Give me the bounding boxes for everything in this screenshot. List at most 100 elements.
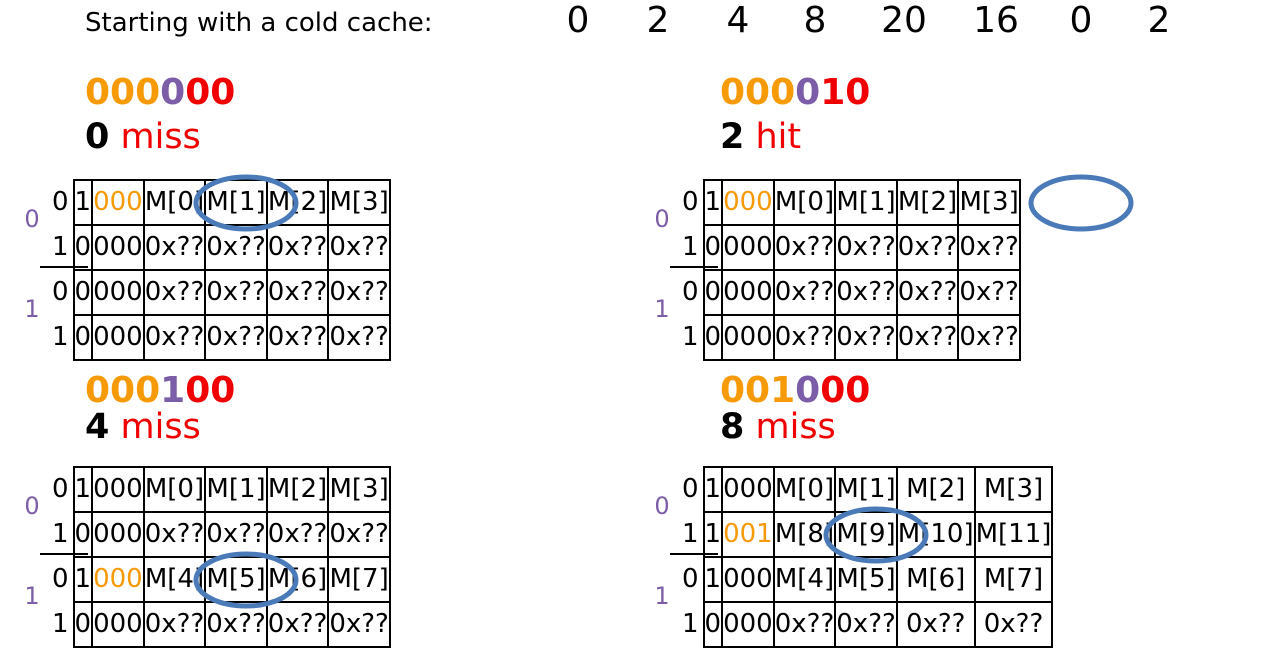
valid-bit: 0 bbox=[702, 224, 724, 271]
tag-bits: 000 bbox=[721, 466, 775, 513]
way-label: 0 bbox=[682, 467, 705, 512]
tag-bits: 000 bbox=[721, 224, 775, 271]
data-block: 0x?? bbox=[265, 269, 330, 316]
data-block: M[6] bbox=[265, 556, 330, 603]
valid-bit: 0 bbox=[72, 511, 94, 558]
data-block: 0x?? bbox=[973, 601, 1054, 648]
data-block: 0x?? bbox=[957, 314, 1021, 361]
valid-bit: 1 bbox=[72, 466, 94, 513]
data-block: 0x?? bbox=[327, 511, 391, 558]
data-block: 0x?? bbox=[327, 224, 391, 271]
data-block: M[3] bbox=[973, 466, 1054, 513]
data-block: M[1] bbox=[204, 466, 268, 513]
data-block: 0x?? bbox=[204, 601, 268, 648]
data-block: M[0] bbox=[142, 179, 207, 226]
data-block: 0x?? bbox=[895, 314, 960, 361]
valid-bit: 1 bbox=[702, 466, 724, 513]
tag-bits: 000 bbox=[91, 314, 145, 361]
set-divider bbox=[40, 266, 88, 268]
data-block: M[1] bbox=[834, 466, 898, 513]
way-label: 1 bbox=[52, 512, 75, 557]
way-label: 0 bbox=[52, 557, 75, 602]
set-divider bbox=[670, 553, 718, 555]
way-label: 0 bbox=[52, 180, 75, 225]
address-index-bits: 0 bbox=[795, 370, 821, 411]
tag-bits: 000 bbox=[721, 314, 775, 361]
sequence-item: 4 bbox=[726, 0, 750, 41]
way-label: 0 bbox=[682, 270, 705, 315]
tag-bits: 000 bbox=[721, 179, 775, 226]
set-index-label: 0 bbox=[654, 492, 670, 520]
access-outcome: hit bbox=[755, 117, 802, 157]
way-label: 1 bbox=[682, 225, 705, 270]
set-index-label: 1 bbox=[654, 295, 670, 323]
data-block: 0x?? bbox=[957, 269, 1021, 316]
valid-bit: 0 bbox=[72, 269, 94, 316]
data-block: 0x?? bbox=[327, 601, 391, 648]
data-block: M[9] bbox=[834, 511, 898, 558]
data-block: 0x?? bbox=[265, 314, 330, 361]
address-offset-bits: 10 bbox=[820, 72, 871, 113]
address-index-bits: 0 bbox=[160, 72, 186, 113]
address-offset-bits: 00 bbox=[185, 72, 236, 113]
address-tag-bits: 000 bbox=[85, 72, 161, 113]
tag-bits: 001 bbox=[721, 511, 775, 558]
access-address-value: 2 bbox=[720, 117, 745, 157]
data-block: 0x?? bbox=[142, 269, 207, 316]
data-block: M[3] bbox=[327, 179, 391, 226]
sequence-item: 20 bbox=[881, 0, 927, 41]
tag-bits: 000 bbox=[91, 601, 145, 648]
data-block: 0x?? bbox=[834, 269, 898, 316]
way-label: 1 bbox=[682, 512, 705, 557]
valid-bit: 0 bbox=[702, 601, 724, 648]
sequence-item: 16 bbox=[973, 0, 1019, 41]
valid-bit: 1 bbox=[72, 556, 94, 603]
data-block: 0x?? bbox=[772, 314, 837, 361]
access-address-value: 8 bbox=[720, 407, 745, 447]
data-block: M[1] bbox=[204, 179, 268, 226]
valid-bit: 0 bbox=[72, 224, 94, 271]
data-block: M[2] bbox=[265, 466, 330, 513]
address-offset-bits: 00 bbox=[185, 370, 236, 411]
tag-bits: 000 bbox=[91, 466, 145, 513]
data-block: 0x?? bbox=[772, 224, 837, 271]
sequence-item: 2 bbox=[646, 0, 670, 41]
access-outcome: miss bbox=[120, 407, 201, 447]
data-block: 0x?? bbox=[834, 224, 898, 271]
tag-bits: 000 bbox=[91, 511, 145, 558]
way-label: 0 bbox=[52, 467, 75, 512]
data-block: 0x?? bbox=[895, 601, 976, 648]
address-tag-bits: 001 bbox=[720, 370, 796, 411]
data-block: 0x?? bbox=[142, 224, 207, 271]
data-block: M[5] bbox=[834, 556, 898, 603]
data-block: M[8] bbox=[772, 511, 837, 558]
way-label: 0 bbox=[52, 270, 75, 315]
highlight-ring bbox=[1028, 174, 1134, 232]
tag-bits: 000 bbox=[91, 556, 145, 603]
tag-bits: 000 bbox=[91, 269, 145, 316]
valid-bit: 1 bbox=[702, 511, 724, 558]
header-label: Starting with a cold cache: bbox=[85, 8, 433, 38]
data-block: 0x?? bbox=[204, 224, 268, 271]
sequence-item: 0 bbox=[1069, 0, 1093, 41]
address-bits: 000000 bbox=[85, 75, 235, 111]
data-block: M[1] bbox=[834, 179, 898, 226]
data-block: M[7] bbox=[973, 556, 1054, 603]
way-label: 1 bbox=[52, 602, 75, 647]
sequence-item: 0 bbox=[566, 0, 590, 41]
data-block: 0x?? bbox=[327, 269, 391, 316]
address-index-bits: 1 bbox=[160, 370, 186, 411]
set-index-label: 1 bbox=[24, 295, 40, 323]
